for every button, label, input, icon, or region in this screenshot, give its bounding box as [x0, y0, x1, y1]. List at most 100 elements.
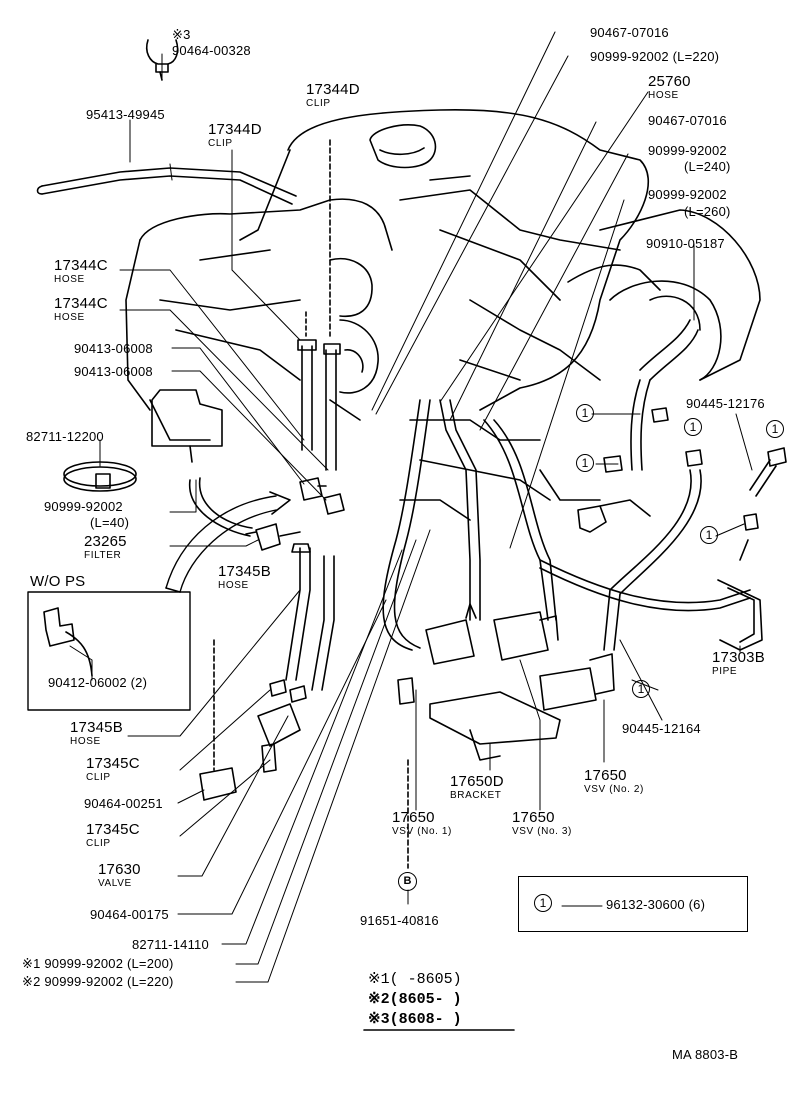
length-l40: (L=40) [90, 515, 130, 530]
part-90999-92002-l240: 90999-92002 [648, 143, 727, 158]
length-l240: (L=240) [684, 159, 731, 174]
clips-96132-30600-drawing [603, 407, 787, 531]
reference-code: MA 8803-B [672, 1047, 739, 1062]
part-25760-desc: HOSE [648, 90, 679, 101]
circle-1-marker-a: 1 [576, 404, 594, 422]
part-82711-14110: 82711-14110 [132, 937, 209, 952]
circle-1-d: 1 [766, 420, 784, 438]
part-23265: 23265 FILTER [84, 534, 127, 561]
part-17650-vsv-no1: 17650 VSV (No. 1) [392, 810, 452, 837]
part-90467-07016-a: 90467-07016 [590, 25, 669, 40]
part-17344d-left-number: 17344D [208, 121, 262, 138]
part-90999-92002-l260: 90999-92002 [648, 187, 727, 202]
vsv-assembly-drawing [397, 603, 615, 869]
circle-1-marker-e: 1 [700, 526, 718, 544]
part-90464-00175: 90464-00175 [90, 907, 169, 922]
part-17630-number: 17630 [98, 861, 141, 878]
part-90445-12176: 90445-12176 [686, 396, 765, 411]
part-23265-desc: FILTER [84, 550, 122, 561]
legend-mark-2: ※2(8605- ) [368, 991, 462, 1008]
circle-1-c: 1 [684, 418, 702, 436]
part-17345c-lower-desc: CLIP [86, 838, 111, 849]
part-17345b-upper-number: 17345B [218, 563, 271, 580]
part-17650-vsv-no3-number: 17650 [512, 809, 555, 826]
right-hoses-drawing [382, 319, 777, 651]
part-17650-vsv-no1-desc: VSV (No. 1) [392, 826, 452, 837]
part-17650-vsv-no1-number: 17650 [392, 809, 435, 826]
mark-3-label: ※3 [172, 27, 191, 42]
part-91651-40816: 91651-40816 [360, 913, 439, 928]
part-96132-30600: 96132-30600 (6) [606, 897, 706, 912]
part-17650-vsv-no2: 17650 VSV (No. 2) [584, 768, 644, 795]
part-90445-12164: 90445-12164 [622, 721, 701, 736]
part-23265-number: 23265 [84, 533, 127, 550]
part-17344c-upper-number: 17344C [54, 257, 108, 274]
circle-1-a: 1 [576, 404, 594, 422]
part-17650d-bracket-number: 17650D [450, 773, 504, 790]
part-17303b-desc: PIPE [712, 666, 738, 677]
marker-b-circle: B [398, 872, 417, 891]
part-17345b-upper: 17345B HOSE [218, 564, 271, 591]
part-17345c-upper-number: 17345C [86, 755, 140, 772]
part-17344c-upper: 17344C HOSE [54, 258, 108, 285]
part-17303b: 17303B PIPE [712, 650, 765, 677]
part-17345c-upper-desc: CLIP [86, 772, 111, 783]
part-17650d-bracket-desc: BRACKET [450, 790, 502, 801]
circle-1-e: 1 [700, 526, 718, 544]
bracket-right-drawing [577, 499, 651, 533]
part-17344c-lower-desc: HOSE [54, 312, 85, 323]
part-17344d-top-desc: CLIP [306, 98, 331, 109]
part-17650-vsv-no3: 17650 VSV (No. 3) [512, 810, 572, 837]
part-17344d-top-number: 17344D [306, 81, 360, 98]
part-90464-00251: 90464-00251 [84, 796, 163, 811]
circle-1-marker-b: 1 [576, 454, 594, 472]
part-25760-number: 25760 [648, 73, 691, 90]
part-17650-vsv-no3-desc: VSV (No. 3) [512, 826, 572, 837]
part-90999-92002-l220-m2: ※2 90999-92002 (L=220) [22, 974, 174, 989]
part-17650-vsv-no2-number: 17650 [584, 767, 627, 784]
part-90413-06008-b: 90413-06008 [74, 364, 153, 379]
part-90999-92002-l40: 90999-92002 [44, 499, 123, 514]
part-17345b-lower-desc: HOSE [70, 736, 101, 747]
key-box [518, 876, 748, 932]
key-circle-1-glyph: 1 [534, 894, 552, 912]
legend-mark-3: ※3(8608- ) [368, 1011, 462, 1028]
part-17344c-lower-number: 17344C [54, 295, 108, 312]
wo-ps-inset-drawing [27, 591, 191, 711]
wo-ps-title: W/O PS [30, 573, 86, 590]
part-17344d-top: 17344D CLIP [306, 82, 360, 109]
engine-block-drawing [125, 108, 761, 521]
direction-arrow-drawing [165, 491, 291, 593]
leader-lines [69, 31, 753, 983]
part-17345b-lower: 17345B HOSE [70, 720, 123, 747]
part-17345b-upper-desc: HOSE [218, 580, 249, 591]
valve-17630-drawing [199, 639, 307, 801]
part-17630: 17630 VALVE [98, 862, 141, 889]
circle-1-b: 1 [576, 454, 594, 472]
part-90412-06002: 90412-06002 (2) [48, 675, 148, 690]
part-17650-vsv-no2-desc: VSV (No. 2) [584, 784, 644, 795]
part-17344c-upper-desc: HOSE [54, 274, 85, 285]
hoses-17345b-drawing [285, 543, 335, 691]
part-25760: 25760 HOSE [648, 74, 691, 101]
circle-1-marker-c: 1 [684, 418, 702, 436]
part-90999-92002-l220: 90999-92002 (L=220) [590, 49, 720, 64]
part-17345c-upper: 17345C CLIP [86, 756, 140, 783]
canister-drawing [151, 389, 223, 463]
part-90467-07016-b: 90467-07016 [648, 113, 727, 128]
part-17630-desc: VALVE [98, 878, 132, 889]
part-90413-06008-a: 90413-06008 [74, 341, 153, 356]
hoses-17344c-drawing [297, 139, 341, 471]
part-17345c-lower-number: 17345C [86, 821, 140, 838]
part-17345b-lower-number: 17345B [70, 719, 123, 736]
part-17650d-bracket: 17650D BRACKET [450, 774, 504, 801]
legend-mark-1: ※1( -8605) [368, 971, 462, 988]
part-17344d-left: 17344D CLIP [208, 122, 262, 149]
hose-95413-49945-drawing [36, 163, 297, 205]
part-90910-05187: 90910-05187 [646, 236, 725, 251]
part-17345c-lower: 17345C CLIP [86, 822, 140, 849]
part-17303b-number: 17303B [712, 649, 765, 666]
part-17344d-left-desc: CLIP [208, 138, 233, 149]
